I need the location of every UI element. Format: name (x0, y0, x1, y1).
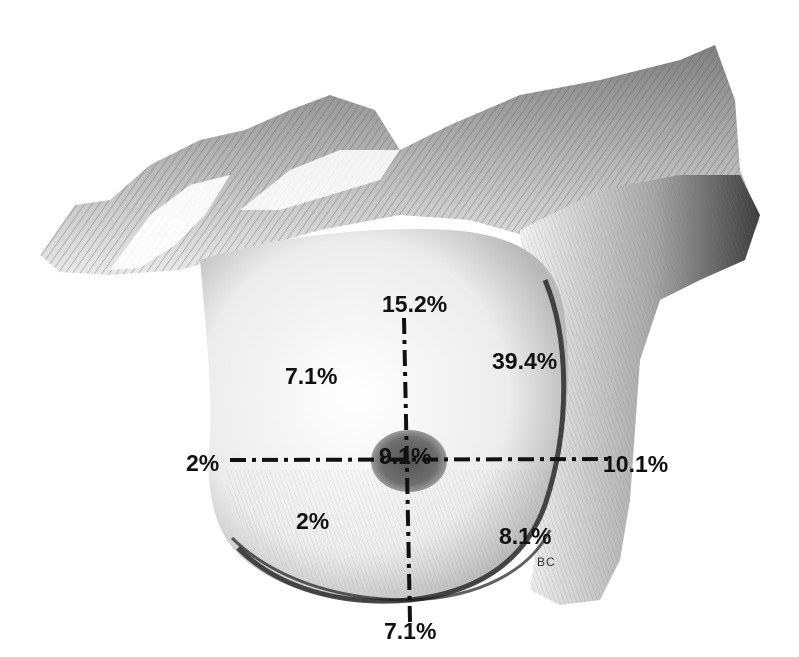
label-outer-edge-percent: 10.1% (603, 453, 668, 476)
label-inner-edge-percent: 2% (186, 452, 219, 475)
label-lower-center-percent: 7.1% (384, 620, 436, 643)
artist-initials: BC (537, 556, 556, 568)
label-lower-inner-percent: 2% (296, 510, 329, 533)
label-central-percent: 9.1% (379, 445, 431, 468)
label-upper-center-percent: 15.2% (382, 293, 447, 316)
label-upper-inner-percent: 7.1% (285, 365, 337, 388)
label-upper-outer-percent: 39.4% (492, 350, 557, 373)
label-lower-outer-percent: 8.1% (499, 525, 551, 548)
